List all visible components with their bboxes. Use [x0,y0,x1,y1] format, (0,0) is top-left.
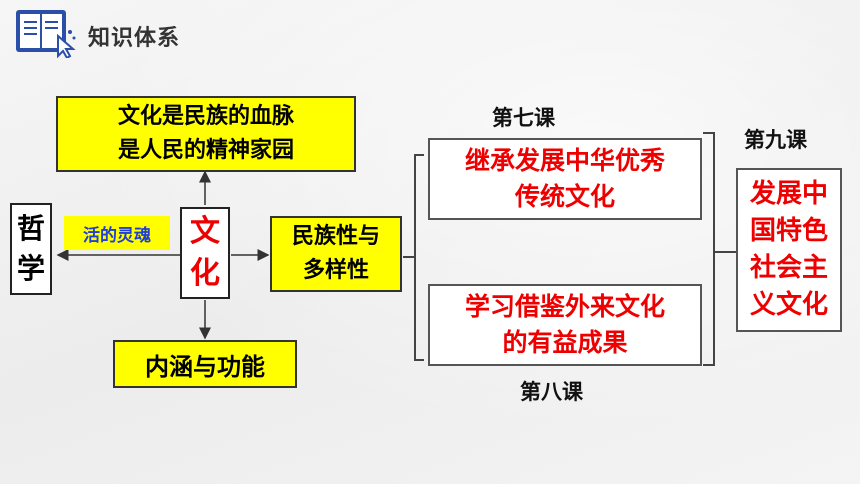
nationality-line2: 多样性 [302,258,369,283]
book-icon [14,6,78,60]
culture-box: 文 化 [180,207,230,299]
lesson9-title: 第九课 [744,128,807,152]
lesson9-line1: 发展中 [749,179,828,209]
culture-char1: 文 [190,214,220,249]
lesson8-line2: 的有益成果 [502,328,628,357]
lesson9-line2: 国特色 [749,216,828,246]
philosophy-char2: 学 [16,252,45,285]
lesson7-line2: 传统文化 [514,182,615,211]
lesson9-line4: 义文化 [749,290,828,320]
soul-label: 活的灵魂 [64,216,170,250]
lesson7-box: 继承发展中华优秀 传统文化 [428,138,702,220]
bloodline-box: 文化是民族的血脉 是人民的精神家园 [56,96,356,172]
page-title: 知识体系 [88,26,181,51]
nationality-diversity-box: 民族性与 多样性 [270,216,402,292]
bloodline-line1: 文化是民族的血脉 [117,104,294,129]
lesson9-line3: 社会主 [749,253,828,283]
lesson8-line1: 学习借鉴外来文化 [464,292,665,321]
philosophy-box: 哲 学 [10,203,52,295]
lesson7-line1: 继承发展中华优秀 [464,146,665,175]
philosophy-char1: 哲 [16,212,45,245]
lesson7-title: 第七课 [492,106,555,130]
lesson9-box: 发展中 国特色 社会主 义文化 [736,168,842,332]
lesson8-box: 学习借鉴外来文化 的有益成果 [428,284,702,366]
culture-char2: 化 [190,256,220,291]
nationality-line1: 民族性与 [291,224,380,249]
connotation-function-box: 内涵与功能 [113,340,297,388]
bloodline-line2: 是人民的精神家园 [117,138,294,163]
lesson8-title: 第八课 [520,380,583,404]
